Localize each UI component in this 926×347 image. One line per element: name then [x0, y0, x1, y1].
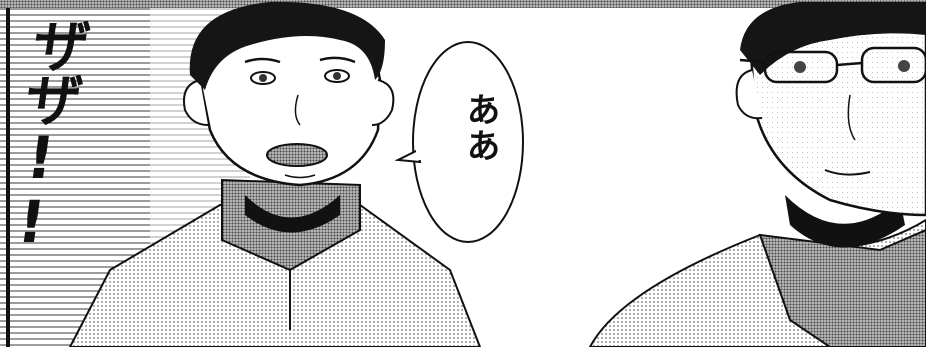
character-right: [588, 2, 926, 347]
speech-bubble: [394, 41, 524, 243]
left-border: [6, 8, 10, 347]
character-left: [68, 1, 482, 347]
speech-text: ああ: [460, 92, 500, 164]
top-border: [0, 0, 926, 8]
